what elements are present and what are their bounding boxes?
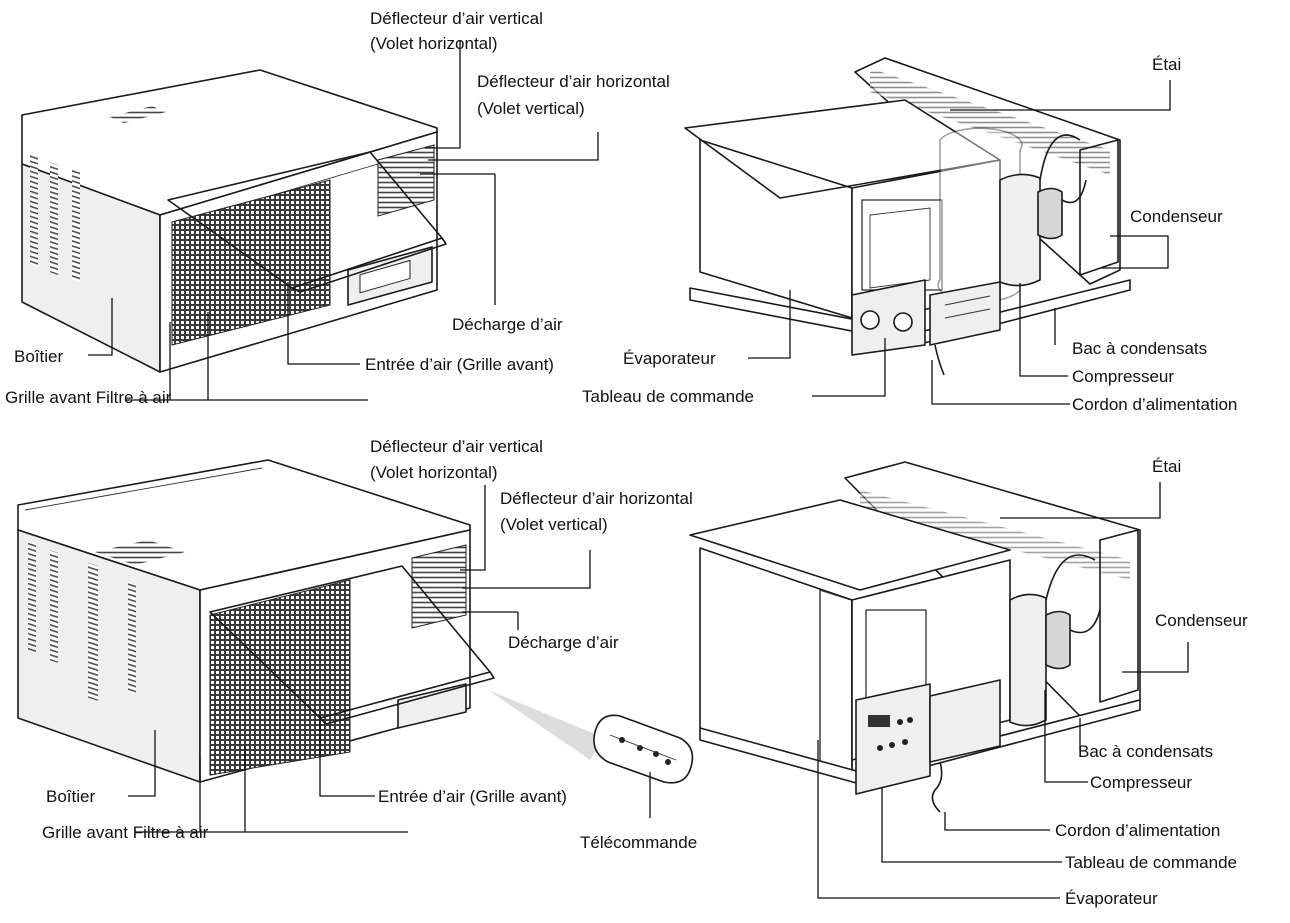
label-cordon-1: Cordon d’alimentation bbox=[1072, 395, 1237, 414]
label-bac-2: Bac à condensats bbox=[1078, 742, 1213, 761]
unit-top-left-front bbox=[21, 69, 447, 373]
label-condenseur-1: Condenseur bbox=[1130, 207, 1223, 226]
label-deflecteur-vertical-1: Déflecteur d’air vertical bbox=[370, 9, 543, 28]
unit-top-right-internals bbox=[684, 57, 1131, 376]
leader-lines-top-left bbox=[88, 40, 599, 401]
label-etai-1: Étai bbox=[1152, 55, 1181, 74]
label-evaporateur-2: Évaporateur bbox=[1065, 889, 1158, 908]
labels-bottom-left: Déflecteur d’air vertical (Volet horizon… bbox=[42, 437, 697, 852]
label-deflecteur-horizontal-1: Déflecteur d’air horizontal bbox=[477, 72, 670, 91]
label-grille-filtre-1: Grille avant Filtre à air bbox=[5, 388, 172, 407]
label-cordon-2: Cordon d’alimentation bbox=[1055, 821, 1220, 840]
label-entree-2: Entrée d’air (Grille avant) bbox=[378, 787, 567, 806]
label-volet-vertical-1: (Volet vertical) bbox=[477, 99, 585, 118]
label-deflecteur-vertical-2: Déflecteur d’air vertical bbox=[370, 437, 543, 456]
label-volet-horizontal-1: (Volet horizontal) bbox=[370, 34, 498, 53]
leader-lines-top-right bbox=[748, 80, 1171, 405]
labels-top-right: Étai Condenseur Bac à condensats Compres… bbox=[582, 55, 1237, 414]
label-compresseur-2: Compresseur bbox=[1090, 773, 1192, 792]
leader-lines-bottom-left bbox=[128, 485, 651, 833]
label-volet-vertical-2: (Volet vertical) bbox=[500, 515, 608, 534]
unit-bottom-left-front bbox=[17, 459, 694, 784]
label-volet-horizontal-2: (Volet horizontal) bbox=[370, 463, 498, 482]
label-tableau-2: Tableau de commande bbox=[1065, 853, 1237, 872]
labels-bottom-right: Étai Condenseur Bac à condensats Compres… bbox=[1055, 457, 1248, 908]
label-evaporateur-1: Évaporateur bbox=[623, 349, 716, 368]
label-boitier-1: Boîtier bbox=[14, 347, 63, 366]
label-boitier-2: Boîtier bbox=[46, 787, 95, 806]
remote-control-icon bbox=[593, 714, 694, 784]
label-telecommande: Télécommande bbox=[580, 833, 697, 852]
label-grille-filtre-2: Grille avant Filtre à air bbox=[42, 823, 209, 842]
label-deflecteur-horizontal-2: Déflecteur d’air horizontal bbox=[500, 489, 693, 508]
labels-top-left: Déflecteur d’air vertical (Volet horizon… bbox=[5, 9, 670, 407]
label-decharge-2: Décharge d’air bbox=[508, 633, 619, 652]
label-entree-1: Entrée d’air (Grille avant) bbox=[365, 355, 554, 374]
label-compresseur-1: Compresseur bbox=[1072, 367, 1174, 386]
label-condenseur-2: Condenseur bbox=[1155, 611, 1248, 630]
label-decharge-1: Décharge d’air bbox=[452, 315, 563, 334]
leader-lines-bottom-right bbox=[817, 482, 1189, 899]
label-tableau-1: Tableau de commande bbox=[582, 387, 754, 406]
label-bac-1: Bac à condensats bbox=[1072, 339, 1207, 358]
unit-bottom-right-internals bbox=[689, 461, 1141, 813]
label-etai-2: Étai bbox=[1152, 457, 1181, 476]
